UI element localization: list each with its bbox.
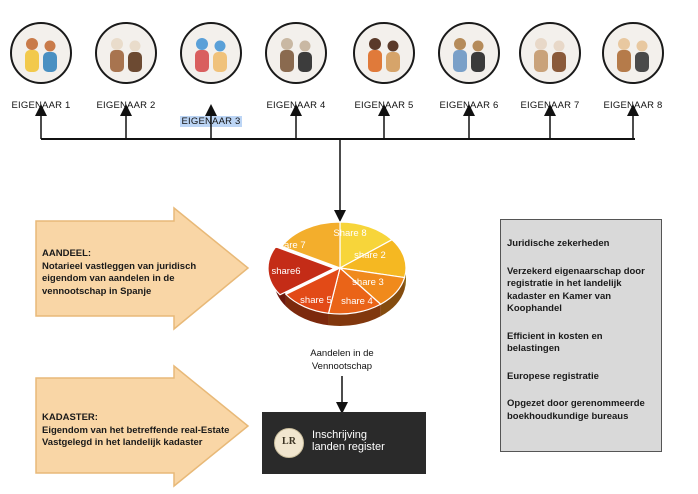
family-photo-icon	[180, 22, 242, 84]
pie-slice	[280, 221, 341, 269]
pie-caption-line2: Vennootschap	[311, 361, 373, 372]
shares-pie-chart: Share 8 share 2 share 3 share 4 share 5 share…	[267, 221, 407, 326]
benefit-item: Efficient in kosten en belastingen	[507, 330, 603, 355]
aandeel-line3: vennootschap in Spanje	[42, 285, 152, 297]
kadaster-arrow-shape	[35, 364, 250, 488]
couple-map-photo-icon	[602, 22, 664, 84]
pie-slice	[338, 238, 407, 279]
owner-up-arrows	[35, 104, 639, 139]
aandeel-line2: eigendom van aandelen in de	[42, 273, 175, 284]
land-register-line2: landen register	[312, 441, 385, 453]
aandeel-text: AANDEEL: Notarieel vastleggen van juridi…	[42, 248, 196, 298]
benefit-item: Juridische zekerheden	[507, 238, 610, 249]
aandeel-line1: Notarieel vastleggen van juridisch	[42, 260, 197, 272]
benefit-item: Europese registratie	[507, 370, 599, 382]
benefits-box: Juridische zekerheden Verzekerd eigenaar…	[500, 219, 662, 452]
kadaster-line1: Eigendom van het betreffende real-Estate	[42, 424, 230, 436]
pie-slice	[267, 246, 336, 296]
kadaster-line2: Vastgelegd in het landelijk kadaster	[42, 437, 203, 448]
land-register-badge: LR Inschrijving landen register	[262, 412, 426, 474]
pie-slice-label: share 2	[354, 250, 386, 261]
aandeel-arrow-shape	[35, 206, 250, 331]
pie-caption: Aandelen in de Vennootschap	[292, 347, 392, 373]
family-beach-photo-icon	[10, 22, 72, 84]
benefit-item: Opgezet door gerenommeerde boekhoudkundi…	[507, 398, 645, 422]
owner-2: EIGENAAR 2	[86, 22, 166, 111]
kadaster-text: KADASTER: Eigendom van het betreffende r…	[42, 412, 229, 450]
pie-slice	[327, 266, 382, 315]
pie-slice-side	[328, 304, 381, 326]
benefit-item: Verzekerd eigenaarschap door registratie…	[507, 265, 645, 315]
land-register-line1: Inschrijving	[312, 429, 368, 441]
pie-slice	[339, 221, 394, 270]
pie-slice-label: share 5	[300, 295, 332, 306]
pie-slice-label: Share 8	[333, 228, 366, 239]
pie-caption-line1: Aandelen in de	[310, 348, 374, 359]
tourist-photo-icon	[265, 22, 327, 84]
kadaster-title: KADASTER:	[42, 412, 98, 423]
aandeel-title: AANDEEL:	[42, 248, 92, 259]
owner-3: EIGENAAR 3	[171, 22, 251, 127]
pie-slice-side	[380, 277, 405, 317]
cyclists-photo-icon	[438, 22, 500, 84]
senior-couple-photo-icon	[519, 22, 581, 84]
pie-slice-label: share 4	[341, 296, 373, 307]
land-register-logo-text: LR	[282, 436, 296, 447]
couple-dining-photo-icon	[95, 22, 157, 84]
pie-slice-side	[285, 294, 329, 326]
pie-slice	[284, 266, 341, 314]
pie-slice-label: share6	[271, 266, 300, 277]
pie-slice-label: Share 7	[272, 240, 305, 251]
women-talking-photo-icon	[353, 22, 415, 84]
land-register-logo-icon: LR	[274, 428, 304, 458]
land-register-text: Inschrijving landen register	[312, 429, 385, 453]
pie-slice-label: share 3	[352, 277, 384, 288]
